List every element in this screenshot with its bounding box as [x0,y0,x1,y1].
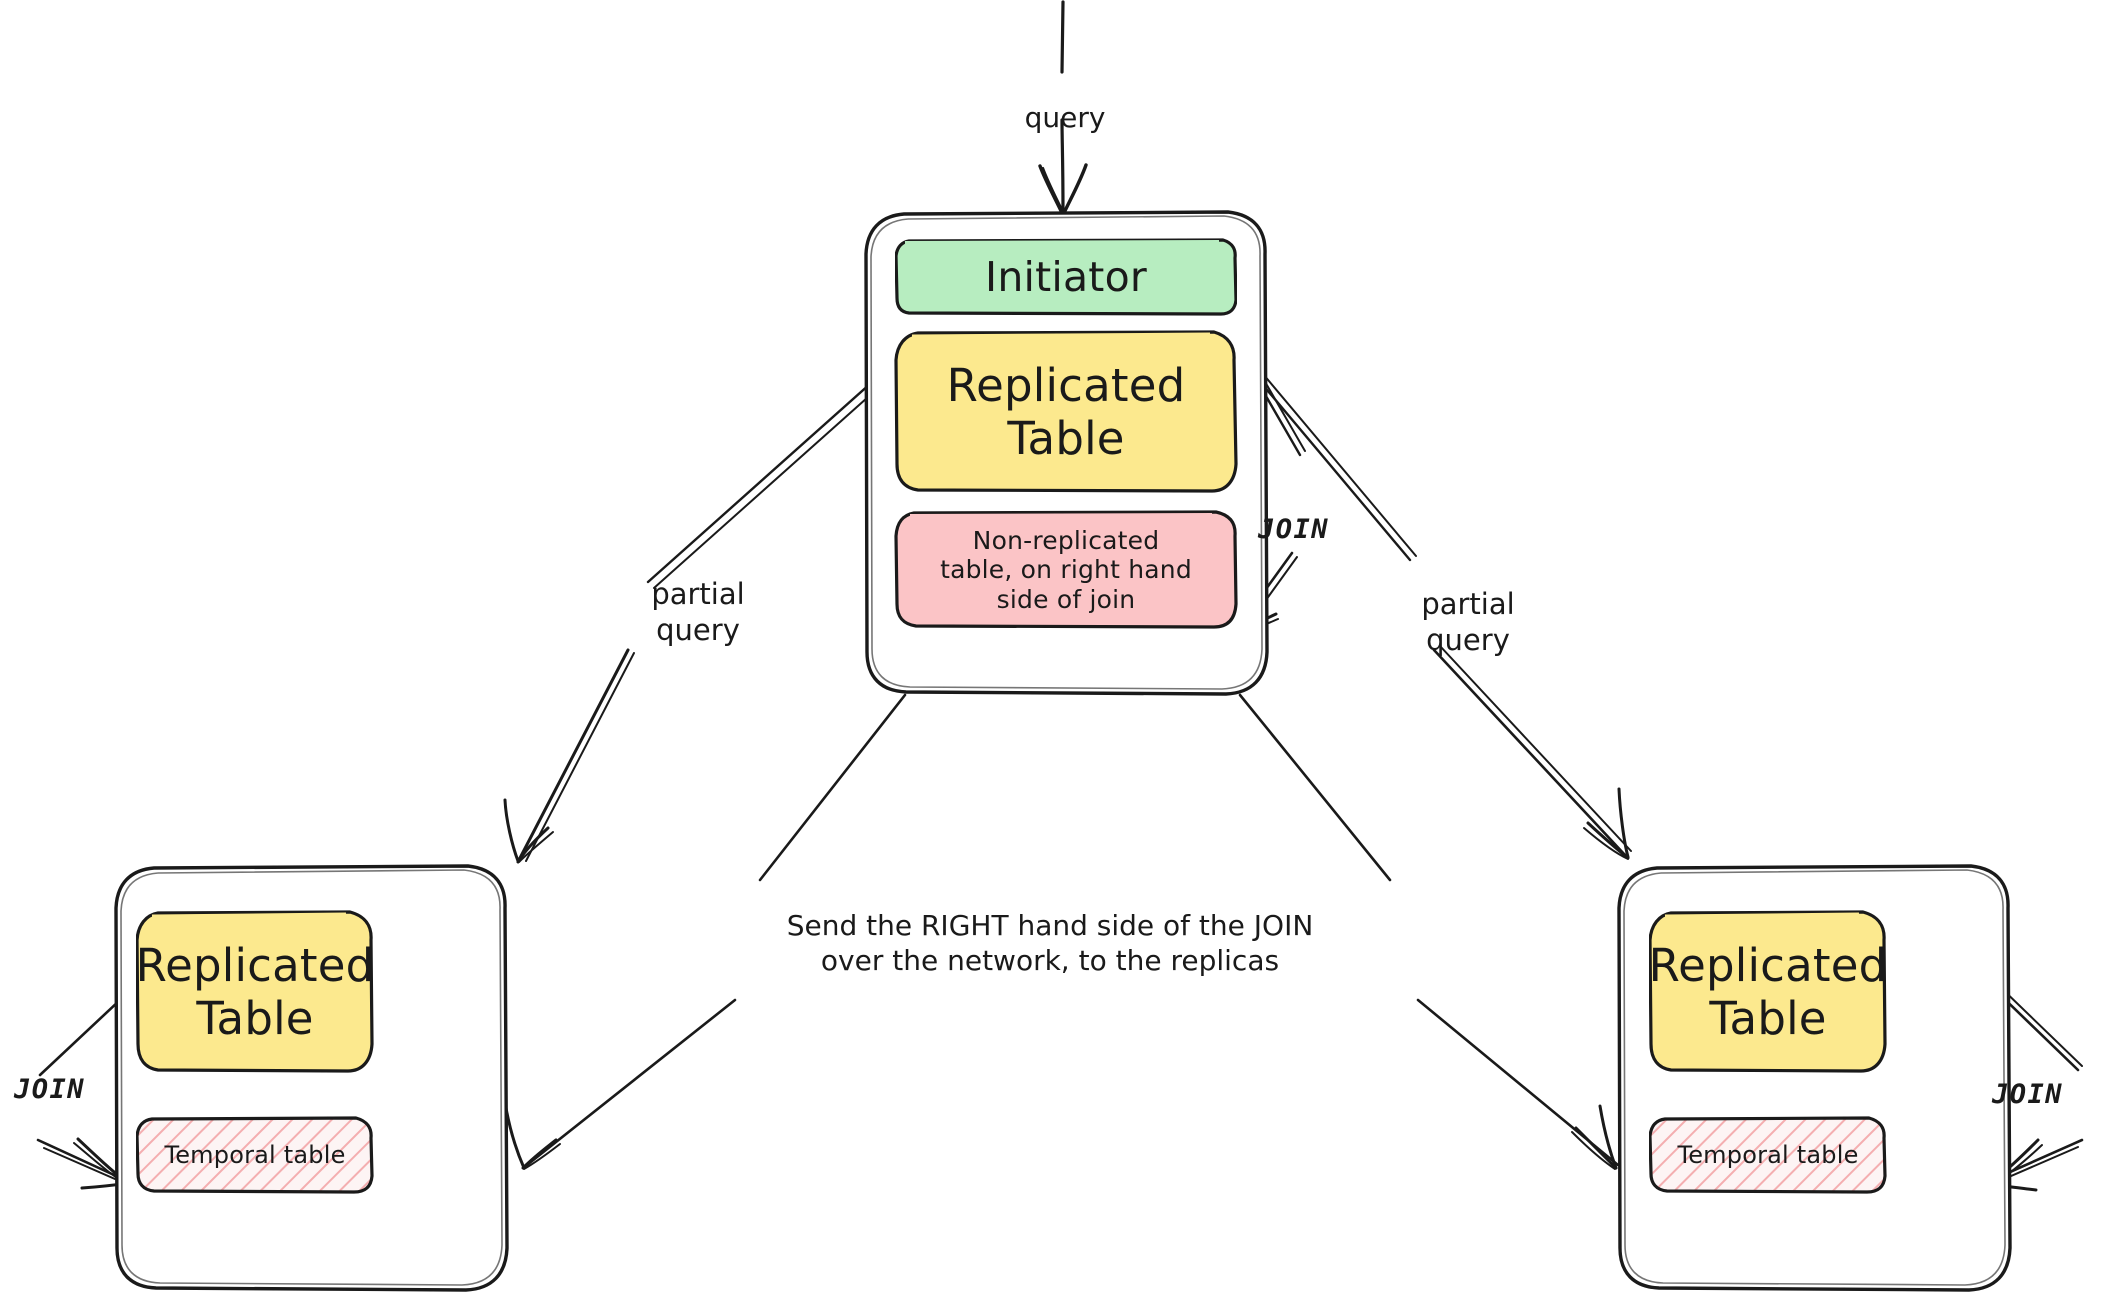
non-replicated-table-label: Non-replicated table, on right hand side… [940,525,1192,614]
replicated-table-left-box[interactable]: Replicated Table [135,910,374,1074]
replica-left-node[interactable]: Replicated Table Temporal table [110,862,510,1294]
edge-partial-query-right [1250,367,1632,860]
initiator-node[interactable]: Initiator Replicated Table Non-replicate… [862,208,1270,698]
replicated-table-right-box[interactable]: Replicated Table [1648,910,1887,1074]
replicated-table-center-label: Replicated Table [946,358,1186,465]
initiator-label: Initiator [985,252,1147,301]
non-replicated-table-box[interactable]: Non-replicated table, on right hand side… [894,510,1238,630]
edge-label-join-right: JOIN [1992,1079,2064,1110]
edge-label-partial-query-left: partial query [651,577,745,648]
replicated-table-left-label: Replicated Table [135,938,375,1045]
replicated-table-center-box[interactable]: Replicated Table [894,330,1238,494]
edge-query [1038,0,1088,217]
edge-partial-query-left [503,373,887,864]
temporal-table-left-label: Temporal table [164,1140,346,1169]
non-replicated-table-shape [894,510,1238,630]
temporal-table-left-box[interactable]: Temporal table [135,1116,374,1194]
temporal-table-right-box[interactable]: Temporal table [1648,1116,1887,1194]
replicated-table-right-shape [1648,910,1887,1074]
temporal-table-left-shape [135,1116,374,1194]
edge-send-right-left [504,693,907,1170]
edge-label-query: query [1024,101,1106,134]
initiator-box-shape [894,238,1238,316]
edge-label-join-left: JOIN [14,1074,86,1105]
edge-send-right-right [1238,693,1620,1170]
temporal-table-right-shape [1648,1116,1887,1194]
temporal-table-right-label: Temporal table [1677,1140,1859,1169]
replicated-table-center-shape [894,330,1238,494]
replica-right-node[interactable]: Replicated Table Temporal table [1613,862,2013,1294]
replicated-table-right-label: Replicated Table [1648,938,1888,1045]
edge-label-send-right-side: Send the RIGHT hand side of the JOIN ove… [786,909,1314,977]
replicated-table-left-shape [135,910,374,1074]
initiator-box[interactable]: Initiator [894,238,1238,316]
edge-label-join-center: JOIN [1258,514,1330,545]
edge-label-partial-query-right: partial query [1421,587,1515,658]
